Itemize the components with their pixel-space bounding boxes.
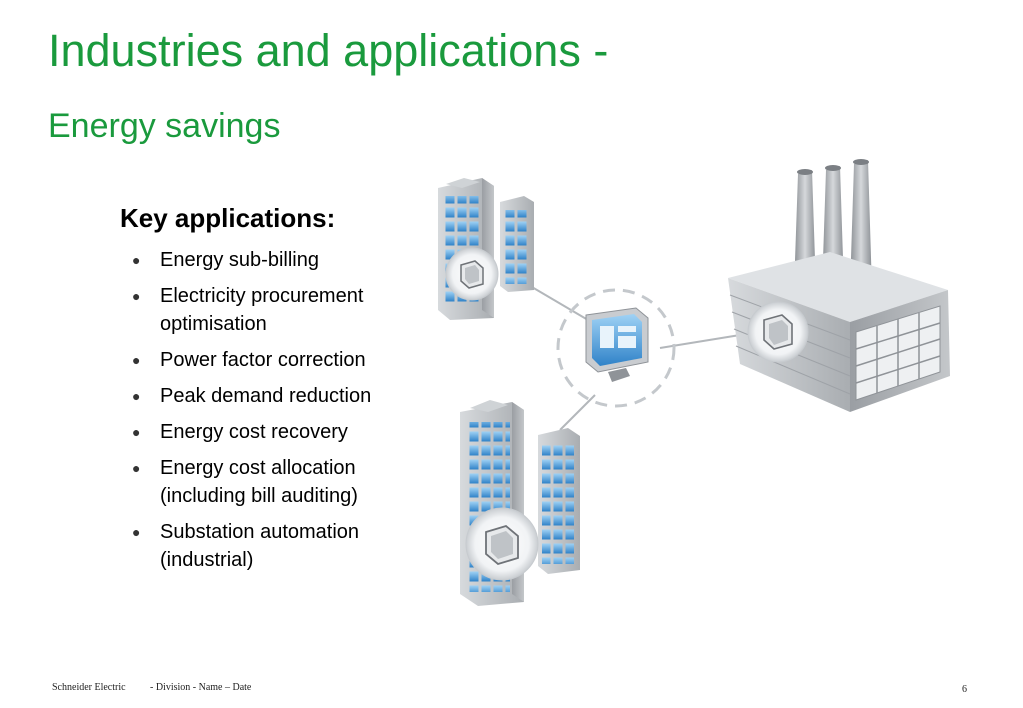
list-item: ●Substation automation(industrial) [128,518,418,574]
page-number: 6 [962,684,967,695]
bullet-icon: ● [132,524,141,540]
power-meter-icon [460,260,484,289]
bullet-icon: ● [132,424,141,440]
office-building-icon [438,178,534,320]
list-item: ●Energy cost allocation(including bill a… [128,454,418,510]
footer-company: Schneider Electric [52,682,126,693]
slide-title: Industries and applications - [48,25,609,76]
list-item: ●Power factor correction [128,346,418,374]
office-building-icon [460,400,580,606]
bullet-icon: ● [132,252,141,268]
power-meter-icon [485,524,519,566]
footer-info: - Division - Name – Date [150,682,252,693]
bullet-icon: ● [132,460,141,476]
energy-network-diagram [438,159,950,606]
bullet-icon: ● [132,352,141,368]
monitoring-computer-icon [556,288,676,408]
applications-list: ●Energy sub-billing ●Electricity procure… [128,246,418,582]
power-meter-icon [763,314,793,350]
slide-subtitle: Energy savings [48,107,281,145]
factory-icon [728,159,950,412]
bullet-icon: ● [132,388,141,404]
key-applications-heading: Key applications: [120,203,336,233]
list-item: ●Energy cost recovery [128,418,418,446]
list-item: ●Peak demand reduction [128,382,418,410]
list-item: ●Energy sub-billing [128,246,418,274]
bullet-icon: ● [132,288,141,304]
